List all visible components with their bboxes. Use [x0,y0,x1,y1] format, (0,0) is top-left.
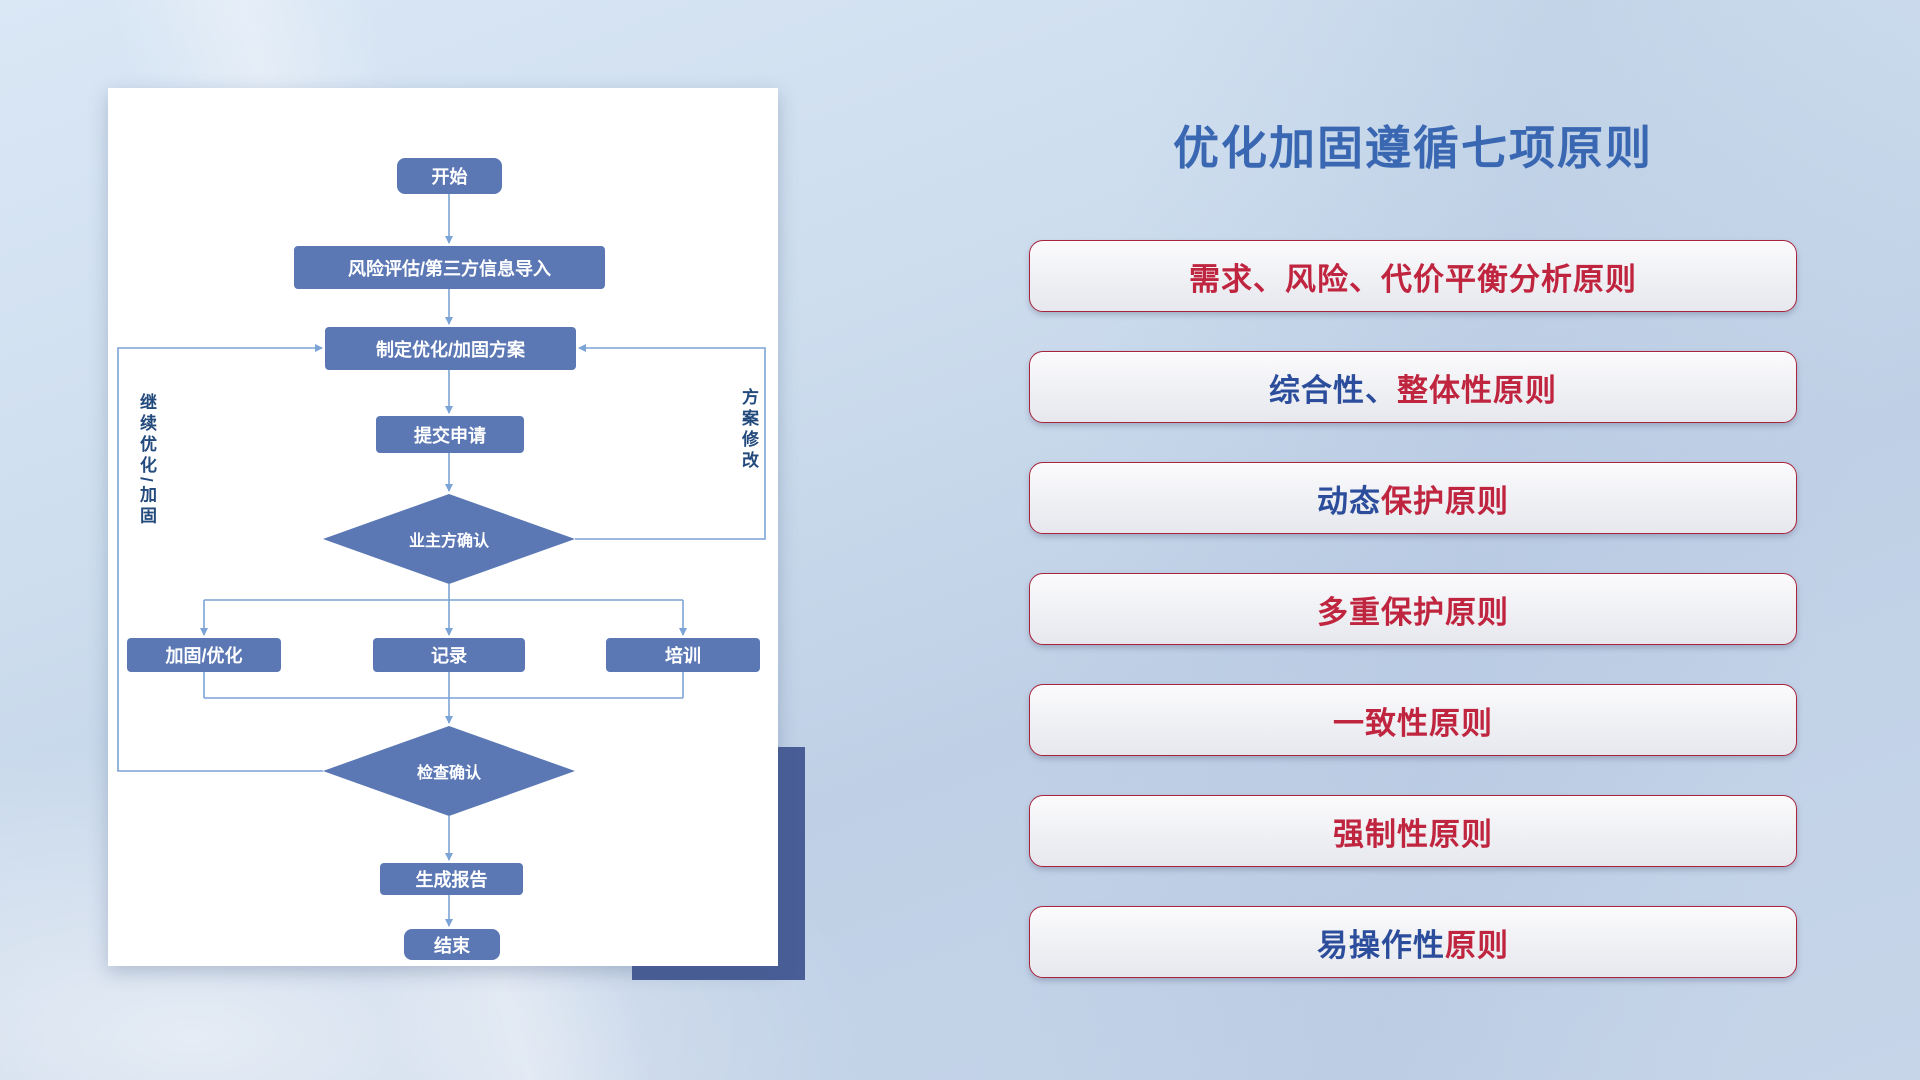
flow-node-start: 开始 [397,158,502,194]
flowchart-connectors [117,194,766,927]
flow-label-plan-modify: 方案修改 [739,388,758,472]
flow-node-risk-import: 风险评估/第三方信息导入 [294,246,605,289]
principle-box: 一致性原则 [1029,684,1797,756]
page-title: 优化加固遵循七项原则 [1173,122,1653,174]
flow-node-make-plan: 制定优化/加固方案 [325,327,576,370]
flow-node-report: 生成报告 [380,863,523,895]
principle-text-segment: 多重保护原则 [1317,594,1509,630]
principle-box: 多重保护原则 [1029,573,1797,645]
flow-node-submit: 提交申请 [376,416,524,453]
flow-node-label: 检查确认 [416,765,481,782]
flow-node-end: 结束 [404,929,500,960]
flowchart-card: 开始 风险评估/第三方信息导入 制定优化/加固方案 提交申请 业主方确认 加固/… [108,88,778,966]
principle-text-segment: 易操作性 [1317,927,1445,963]
principle-text-segment: 需求、风险、代价平衡分析原则 [1189,261,1637,297]
principle-text-segment: 动态 [1317,483,1381,519]
flow-node-record: 记录 [373,638,525,672]
flow-label-continue-optimize: 继续优化/加固 [137,393,156,528]
principle-box: 易操作性原则 [1029,906,1797,978]
principle-box: 综合性、整体性原则 [1029,351,1797,423]
principle-text-segment: 强制性原则 [1333,816,1493,852]
principle-text-segment: 原则 [1445,927,1509,963]
principle-box: 需求、风险、代价平衡分析原则 [1029,240,1797,312]
flow-node-reinforce: 加固/优化 [127,638,281,672]
principle-box: 强制性原则 [1029,795,1797,867]
principle-text-segment: 整体性原则 [1397,372,1557,408]
principles-list: 需求、风险、代价平衡分析原则综合性、整体性原则动态保护原则多重保护原则一致性原则… [1029,240,1797,978]
flow-node-label: 业主方确认 [408,533,489,550]
principle-text-segment: 一致性原则 [1333,705,1493,741]
principle-text-segment: 综合性、 [1269,372,1397,408]
principle-box: 动态保护原则 [1029,462,1797,534]
principle-text-segment: 保护原则 [1381,483,1509,519]
principles-panel: 优化加固遵循七项原则 需求、风险、代价平衡分析原则综合性、整体性原则动态保护原则… [1029,0,1797,1080]
connector-lines [117,194,766,927]
flow-node-train: 培训 [606,638,760,672]
